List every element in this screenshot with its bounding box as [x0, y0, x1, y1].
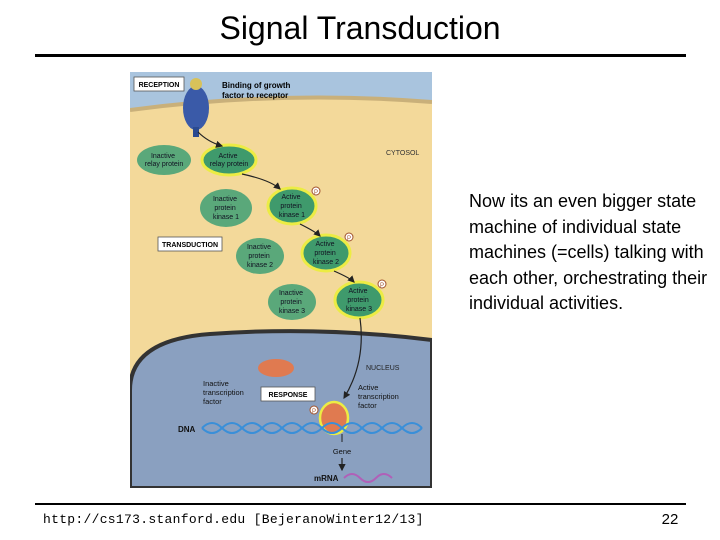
transduction-label-box: [157, 236, 223, 252]
nucleus: [130, 329, 432, 488]
phosphate-4: [309, 405, 319, 415]
active-relay-protein: [200, 143, 258, 177]
active-kinase2-label: Active protein kinase 2: [313, 241, 339, 266]
inactive-kinase3-label: Inactive protein kinase 3: [279, 290, 305, 315]
plasma-membrane: [130, 95, 432, 112]
active-kinase1: [266, 186, 318, 226]
active-kinase3-label: Active protein kinase 3: [346, 288, 372, 313]
arrow-kinase1-to-kinase2: [299, 223, 321, 237]
phosphate-3-label: P: [380, 283, 384, 289]
arrow-kinase2-to-kinase3: [333, 270, 355, 283]
arrow-relay-to-kinase1: [241, 173, 281, 190]
active-kinase3: [333, 280, 385, 320]
inactive-kinase1-label: Inactive protein kinase 1: [213, 196, 239, 221]
signal-transduction-diagram: RECEPTION Binding of growth factor to re…: [130, 72, 432, 488]
inactive-kinase1: [200, 189, 252, 227]
slide-body-text: Now its an even bigger state machine of …: [469, 191, 708, 313]
inactive-kinase2-label: Inactive protein kinase 2: [247, 244, 273, 269]
mrna-label: mRNA: [314, 474, 339, 483]
binding-caption: Binding of growth factor to receptor: [222, 81, 293, 100]
dna-strand-b: [201, 422, 423, 434]
phosphate-1-label: P: [314, 190, 318, 196]
transduction-label: TRANSDUCTION: [162, 242, 218, 249]
phosphate-3: [377, 279, 387, 289]
nucleus-label: NUCLEUS: [366, 365, 400, 372]
cytosol-label: CYTOSOL: [386, 150, 419, 157]
reception-label: RECEPTION: [139, 82, 180, 89]
active-kinase2: [300, 233, 352, 273]
response-label: RESPONSE: [269, 392, 308, 399]
phosphate-2: [344, 232, 354, 242]
reception-label-box: [133, 76, 185, 92]
response-label-box: [260, 386, 316, 402]
inactive-relay-protein: [137, 145, 191, 175]
inactive-kinase2: [236, 238, 284, 274]
mrna-strand: [343, 473, 393, 483]
title-divider: [35, 54, 686, 57]
inactive-tf-label: Inactive transcription factor: [203, 379, 246, 406]
active-tf-label: Active transcription factor: [358, 383, 401, 410]
arrow-receptor-to-relay: [197, 131, 224, 148]
arrow-kinase3-to-nucleus: [343, 317, 362, 400]
dna-strand-a: [201, 422, 423, 434]
active-relay-label: Active relay protein: [210, 153, 249, 168]
dna-label: DNA: [178, 425, 196, 434]
receptor-protein: [183, 86, 209, 130]
slide-title: Signal Transduction: [219, 10, 501, 46]
footer-url: http://cs173.stanford.edu [BejeranoWinte…: [43, 512, 424, 527]
phosphate-2-label: P: [347, 236, 351, 242]
page-number: 22: [661, 511, 679, 528]
phosphate-4-label: P: [312, 409, 316, 415]
gene-label: Gene: [333, 447, 351, 456]
growth-factor: [190, 78, 202, 90]
inactive-kinase3: [268, 284, 316, 320]
active-kinase1-label: Active protein kinase 1: [279, 194, 305, 219]
inactive-transcription-factor: [258, 359, 294, 377]
receptor-stalk: [193, 127, 199, 137]
inactive-relay-label: Inactive relay protein: [145, 153, 184, 168]
footer-divider: [35, 503, 686, 505]
phosphate-1: [311, 186, 321, 196]
